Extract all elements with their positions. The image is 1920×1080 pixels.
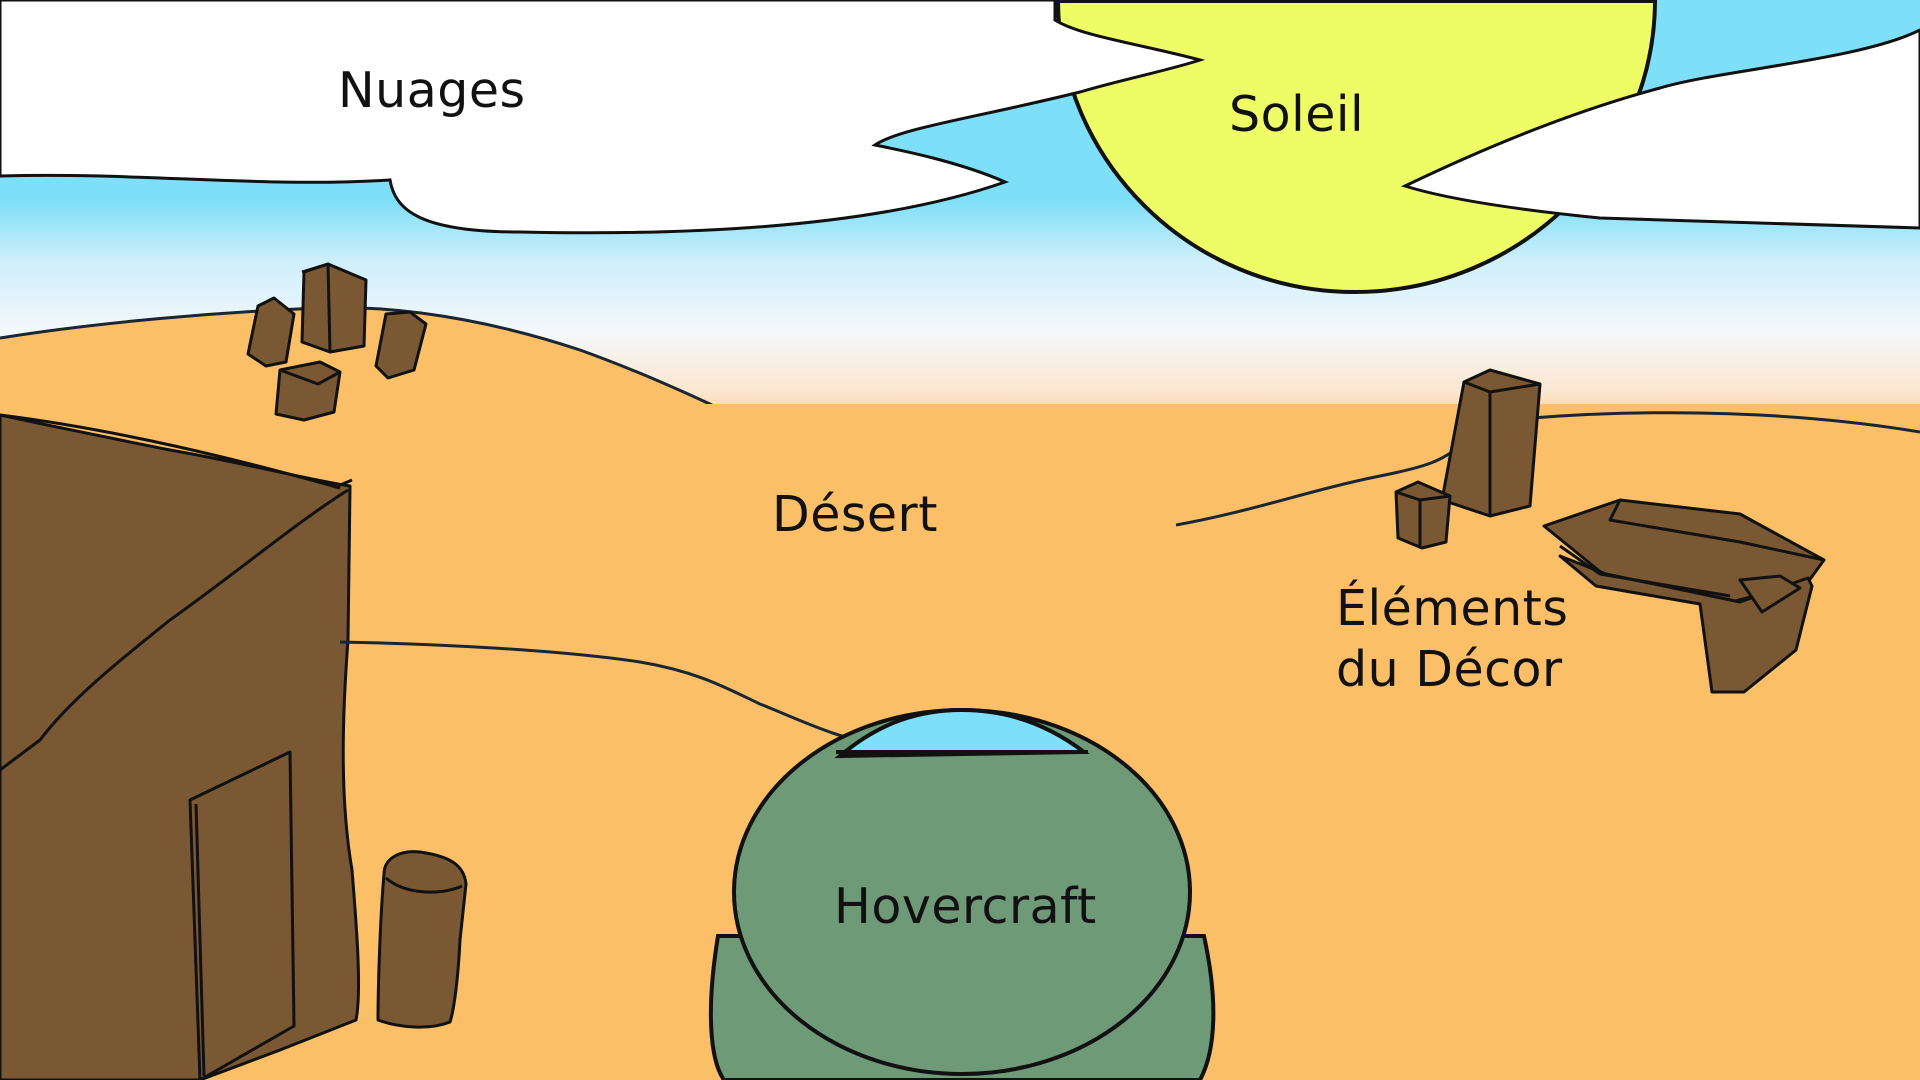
dune-left-line [0, 306, 713, 407]
label-sun: Soleil [1229, 86, 1365, 143]
valley-line [339, 640, 881, 746]
decor-tall-block [1440, 368, 1542, 518]
dune-left [0, 307, 712, 405]
dune-right-line [1175, 411, 1920, 527]
label-hovercraft: Hovercraft [834, 878, 1097, 935]
label-decor-elements: Éléments du Décor [1336, 578, 1568, 701]
decor-bench [1542, 498, 1826, 694]
label-desert: Désert [772, 486, 938, 543]
cloud-right [1400, 28, 1920, 230]
cliff-left [0, 413, 361, 1080]
decor-small-block [1394, 480, 1452, 550]
hovercraft [708, 707, 1216, 1080]
label-decor-line2: du Décor [1336, 641, 1563, 699]
rock-cluster-left [246, 262, 428, 422]
label-clouds: Nuages [338, 62, 526, 119]
cloud-left [0, 0, 1206, 235]
label-decor-line1: Éléments [1336, 580, 1569, 637]
stump [376, 850, 468, 1029]
